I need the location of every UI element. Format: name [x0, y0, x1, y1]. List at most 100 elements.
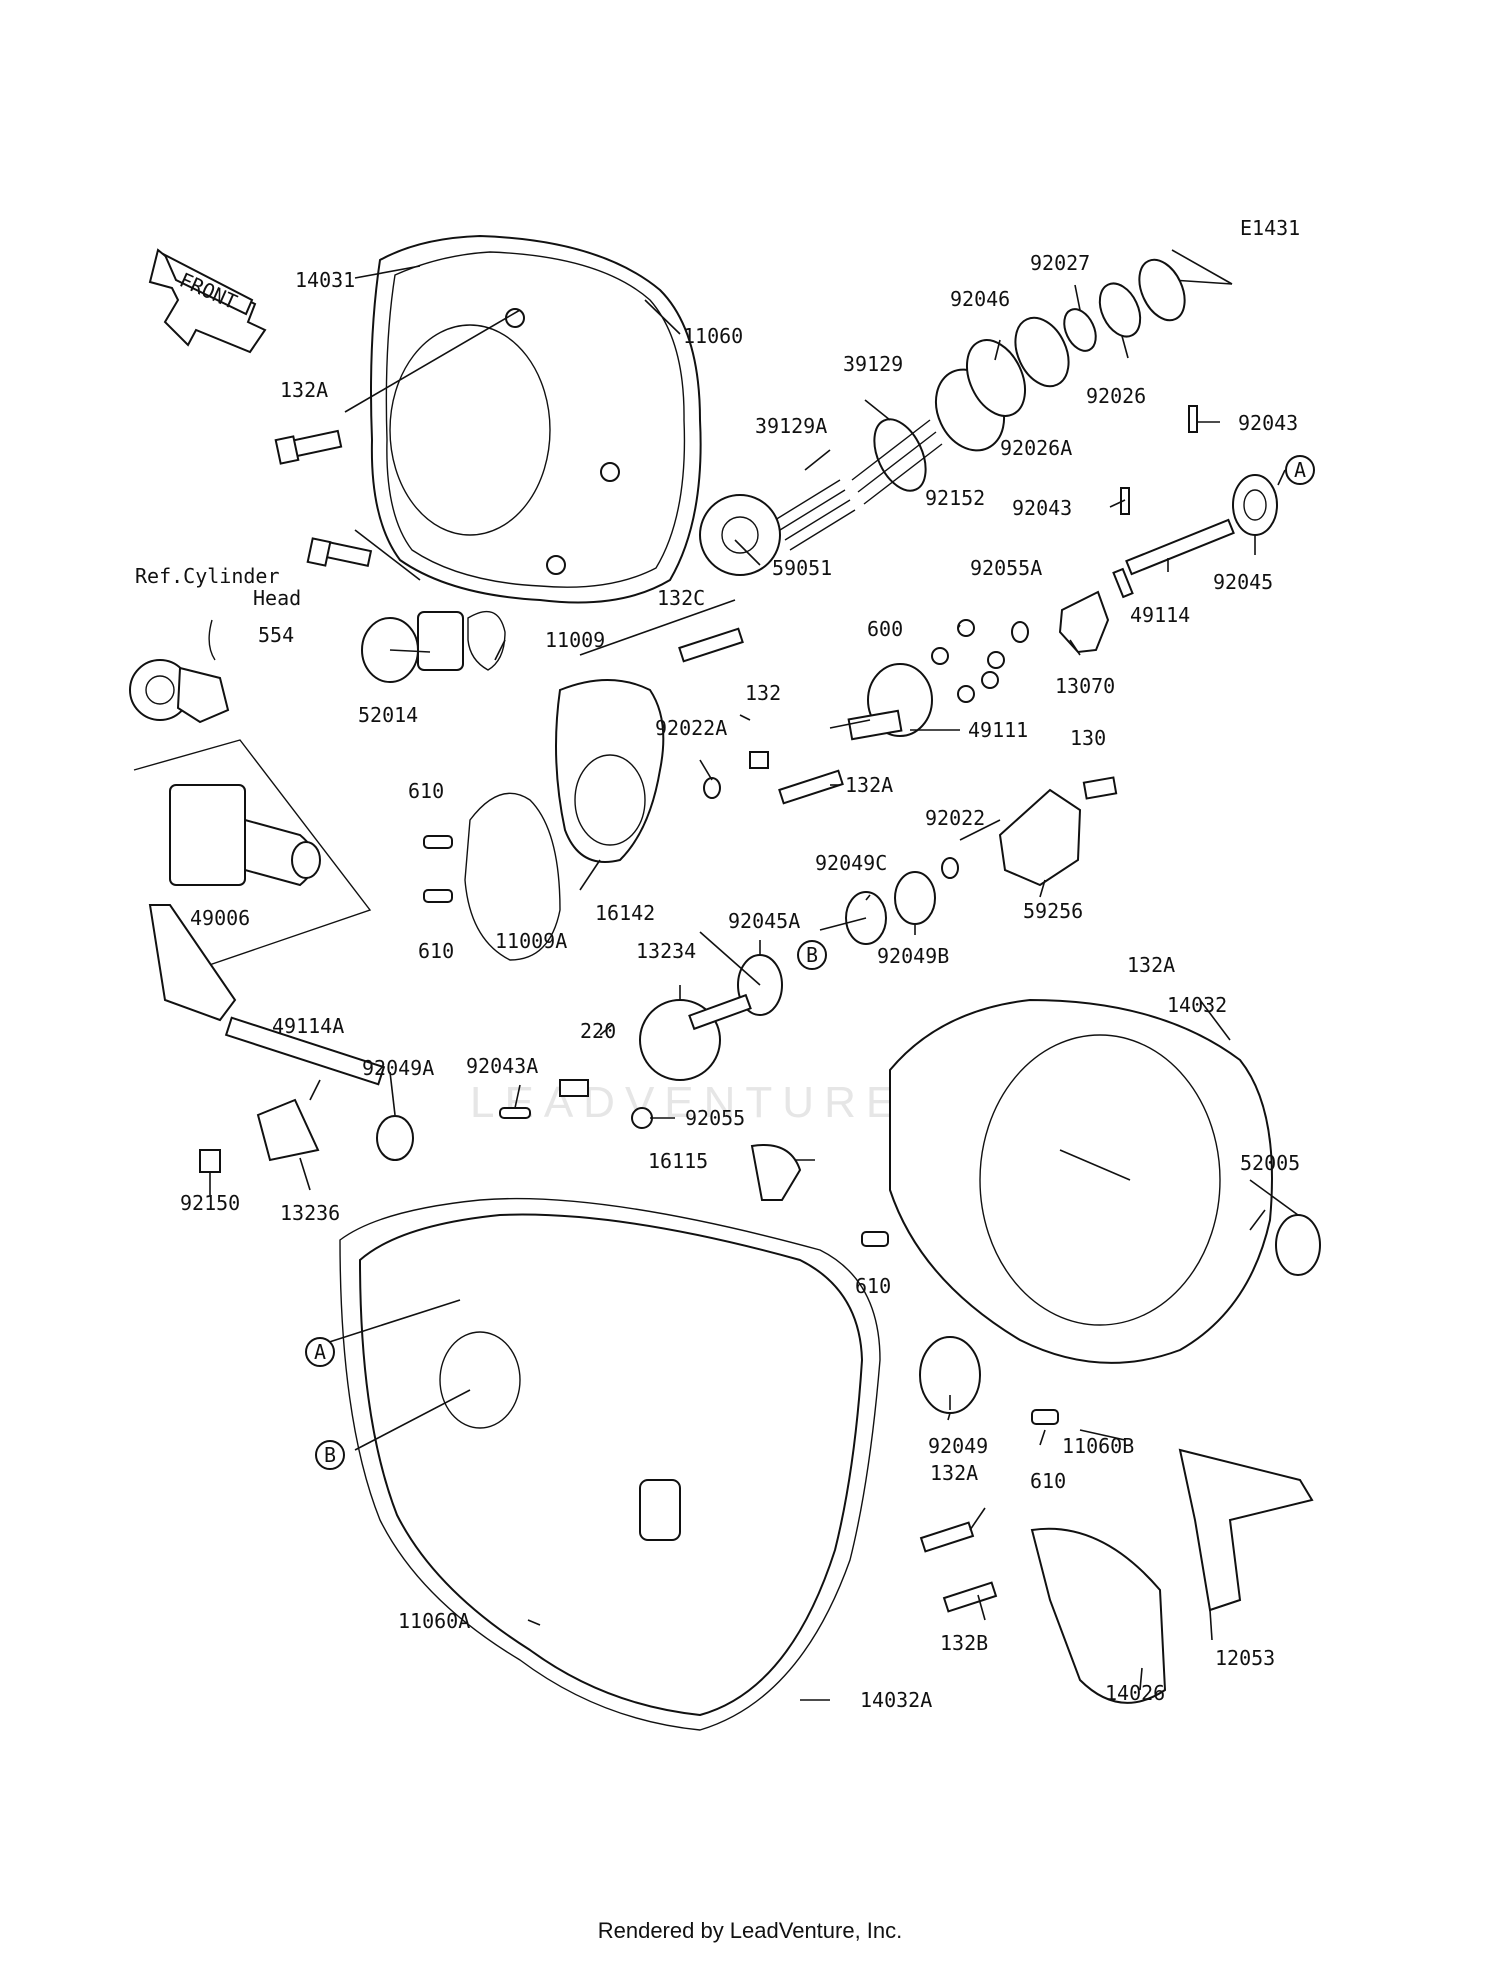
- dowel-pin-610a: [423, 835, 453, 849]
- callout-a-right: A: [1285, 455, 1315, 485]
- oring-92055: [631, 1107, 653, 1129]
- bolt-132a-mid: [306, 537, 373, 568]
- ref-note-line2: Head: [253, 586, 301, 610]
- part-labels: E1431 Ref.Cylinder Head 14031 11060 132A…: [135, 216, 1300, 1712]
- label-59051: 59051: [772, 556, 832, 580]
- seal-52005: [1275, 1214, 1321, 1276]
- label-92055: 92055: [685, 1106, 745, 1130]
- bolt-220: [559, 1079, 589, 1097]
- oring-92055a: [1011, 621, 1029, 643]
- bearing-92049a: [376, 1115, 414, 1161]
- label-600: 600: [867, 617, 903, 641]
- label-92045a: 92045A: [728, 909, 800, 933]
- label-92049c: 92049C: [815, 851, 887, 875]
- dowel-pin-610d: [1031, 1409, 1059, 1425]
- label-610-d: 610: [1030, 1469, 1066, 1493]
- thrust-bearing-92046: [965, 339, 1027, 417]
- label-610-c: 610: [855, 1274, 891, 1298]
- bolt-132a-pump: [778, 769, 844, 805]
- footer-credit: Rendered by LeadVenture, Inc.: [597, 1918, 903, 1943]
- pump-body-16142: [555, 679, 665, 863]
- bolt-92150: [199, 1149, 221, 1173]
- shaft-49114a: [224, 1016, 386, 1086]
- callout-a-lower: A: [305, 1337, 335, 1367]
- label-220: 220: [580, 1019, 616, 1043]
- label-11009a: 11009A: [495, 929, 567, 953]
- label-16142: 16142: [595, 901, 655, 925]
- label-132a-2: 132A: [845, 773, 893, 797]
- label-92049a: 92049A: [362, 1056, 434, 1080]
- spring-39129: [851, 418, 943, 505]
- callout-b-lower: B: [315, 1440, 345, 1470]
- gasket-11009a: [464, 792, 561, 961]
- label-11060a: 11060A: [398, 1609, 470, 1633]
- washer-92026: [1098, 282, 1142, 338]
- label-132: 132: [745, 681, 781, 705]
- label-92027: 92027: [1030, 251, 1090, 275]
- svg-text:A: A: [314, 1340, 326, 1364]
- label-14032a: 14032A: [860, 1688, 932, 1712]
- label-92049: 92049: [928, 1434, 988, 1458]
- label-11060: 11060: [683, 324, 743, 348]
- diagram-code: E1431: [1240, 216, 1300, 240]
- bearing-92049b: [894, 871, 936, 925]
- label-92150: 92150: [180, 1191, 240, 1215]
- spring-39129a: [774, 479, 856, 551]
- thrust-bearing-92046b: [1138, 258, 1186, 322]
- label-92055a: 92055A: [970, 556, 1042, 580]
- label-11009: 11009: [545, 628, 605, 652]
- label-610-b: 610: [418, 939, 454, 963]
- ref-cylinder-head-gear: [129, 659, 230, 724]
- gear-59051: [699, 494, 781, 576]
- label-14032: 14032: [1167, 993, 1227, 1017]
- plug-16115: [750, 1144, 802, 1201]
- label-132c: 132C: [657, 586, 705, 610]
- bolt-132a-lower: [919, 1521, 975, 1553]
- label-132a-1: 132A: [280, 378, 328, 402]
- label-49114a: 49114A: [272, 1014, 344, 1038]
- washer-92026a: [1014, 316, 1070, 388]
- label-92049b: 92049B: [877, 944, 949, 968]
- bolt-132b: [942, 1581, 998, 1613]
- label-92026: 92026: [1086, 384, 1146, 408]
- washer-92022: [941, 857, 959, 879]
- link-rod: [148, 904, 237, 1022]
- shaft-holder-49111: [847, 663, 933, 741]
- bolt-132: [749, 751, 769, 769]
- leader-lines: [209, 265, 1299, 1701]
- shaft-49114: [1112, 405, 1235, 599]
- svg-text:A: A: [1294, 458, 1306, 482]
- label-132a-3: 132A: [1127, 953, 1175, 977]
- label-52005: 52005: [1240, 1151, 1300, 1175]
- dowel-pin-610b: [423, 889, 453, 903]
- impeller-59256: [998, 788, 1082, 887]
- svg-text:B: B: [324, 1443, 336, 1467]
- pin-92043a: [499, 1107, 531, 1119]
- label-13234: 13234: [636, 939, 696, 963]
- callout-b-upper: B: [797, 940, 827, 970]
- clip-554: [208, 619, 216, 661]
- label-49111: 49111: [968, 718, 1028, 742]
- label-16115: 16115: [648, 1149, 708, 1173]
- ref-note-line1: Ref.Cylinder: [135, 564, 280, 588]
- label-49114: 49114: [1130, 603, 1190, 627]
- label-130: 130: [1070, 726, 1106, 750]
- label-14031: 14031: [295, 268, 355, 292]
- label-132a-4: 132A: [930, 1461, 978, 1485]
- label-92043a: 92043A: [466, 1054, 538, 1078]
- clutch-cover-11060a: [339, 1197, 881, 1731]
- bolt-132c: [678, 627, 744, 663]
- label-92045: 92045: [1213, 570, 1273, 594]
- guard-14026: [1030, 1527, 1167, 1704]
- label-13236: 13236: [280, 1201, 340, 1225]
- front-arrow-icon: FRONT: [148, 248, 267, 354]
- label-92022: 92022: [925, 806, 985, 830]
- label-92152: 92152: [925, 486, 985, 510]
- lever-49006: [169, 784, 321, 887]
- watermark: LEADVENTURE: [470, 1078, 906, 1127]
- cover-14032: [889, 998, 1273, 1364]
- reference-bracket: [133, 739, 372, 976]
- impeller-13070: [1058, 590, 1110, 654]
